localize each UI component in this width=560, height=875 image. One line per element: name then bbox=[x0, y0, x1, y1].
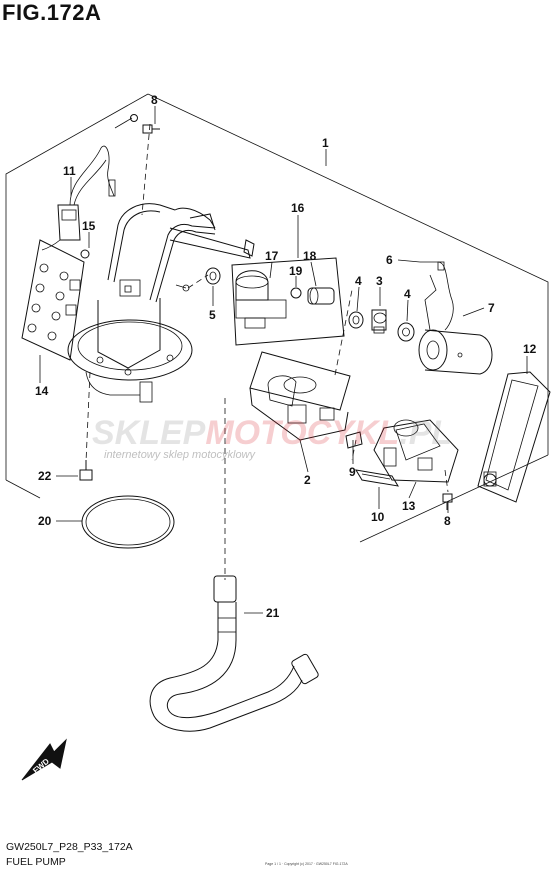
pump-bracket-icon bbox=[67, 203, 255, 403]
pump-case-icon bbox=[373, 419, 459, 483]
washer-icon bbox=[205, 267, 221, 285]
fuel-pump-icon bbox=[418, 261, 493, 375]
watermark-tagline: internetowy sklep motocyklowy bbox=[104, 449, 257, 461]
callout-8: 8 bbox=[151, 93, 158, 107]
o-ring-icon bbox=[397, 322, 415, 342]
callout-16: 16 bbox=[291, 201, 305, 215]
diagram-caption: FUEL PUMP bbox=[6, 856, 66, 868]
callout-19: 19 bbox=[289, 264, 303, 278]
callout-6: 6 bbox=[386, 253, 393, 267]
connector-icon bbox=[41, 145, 116, 251]
callout-4: 4 bbox=[355, 274, 362, 288]
callout-17: 17 bbox=[265, 249, 279, 263]
pad-icon bbox=[355, 469, 399, 487]
callout-12: 12 bbox=[523, 342, 537, 356]
callout-11: 11 bbox=[63, 164, 76, 178]
svg-text:SKLEPMOTOCYKL.PL: SKLEPMOTOCYKL.PL bbox=[92, 414, 452, 452]
watermark-part2: MOTOCYKL bbox=[205, 414, 399, 452]
assembly-dashes bbox=[85, 123, 449, 580]
filter-screen-icon bbox=[477, 371, 551, 503]
page-footer-note: Page 1 / 1 · Copyright (c) 2017 · GW250L… bbox=[265, 862, 348, 866]
callout-20: 20 bbox=[38, 514, 52, 528]
callout-15: 15 bbox=[82, 219, 96, 233]
watermark: SKLEPMOTOCYKL.PL internetowy sklep motoc… bbox=[92, 414, 452, 461]
callout-10: 10 bbox=[371, 510, 385, 524]
clip-icon bbox=[80, 249, 90, 259]
fwd-arrow-icon: FWD bbox=[21, 738, 67, 781]
diagram-code: GW250L7_P28_P33_172A bbox=[6, 841, 133, 853]
callout-5: 5 bbox=[209, 308, 216, 322]
callout-22: 22 bbox=[38, 469, 52, 483]
callout-4: 4 bbox=[404, 287, 411, 301]
callout-14: 14 bbox=[35, 384, 49, 398]
callout-2: 2 bbox=[304, 473, 311, 487]
callout-21: 21 bbox=[266, 606, 280, 620]
callout-3: 3 bbox=[376, 274, 383, 288]
callout-1: 1 bbox=[322, 136, 329, 150]
pressure-regulator-icon bbox=[231, 257, 345, 346]
bolt-icon bbox=[79, 460, 93, 481]
watermark-part1: SKLEP bbox=[92, 414, 206, 452]
fuel-hose-icon bbox=[149, 575, 319, 732]
pump-case-icon bbox=[249, 351, 351, 441]
callout-18: 18 bbox=[303, 249, 317, 263]
callout-8: 8 bbox=[444, 514, 451, 528]
leader-lines bbox=[39, 106, 528, 614]
o-ring-icon bbox=[348, 311, 364, 329]
screw-icon bbox=[442, 493, 453, 510]
rubber-strip-icon bbox=[21, 239, 85, 361]
filter-fitting-icon bbox=[371, 309, 387, 334]
figure-title: FIG.172A bbox=[2, 0, 102, 25]
screw-icon bbox=[114, 114, 160, 134]
callout-7: 7 bbox=[488, 301, 495, 315]
gasket-icon bbox=[81, 495, 175, 549]
cushion-icon bbox=[345, 431, 363, 449]
callout-13: 13 bbox=[402, 499, 416, 513]
callouts: 1 8 11 15 16 17 18 19 5 4 3 4 6 7 12 14 … bbox=[35, 93, 537, 620]
watermark-part3: .PL bbox=[399, 414, 452, 452]
callout-9: 9 bbox=[349, 465, 356, 479]
